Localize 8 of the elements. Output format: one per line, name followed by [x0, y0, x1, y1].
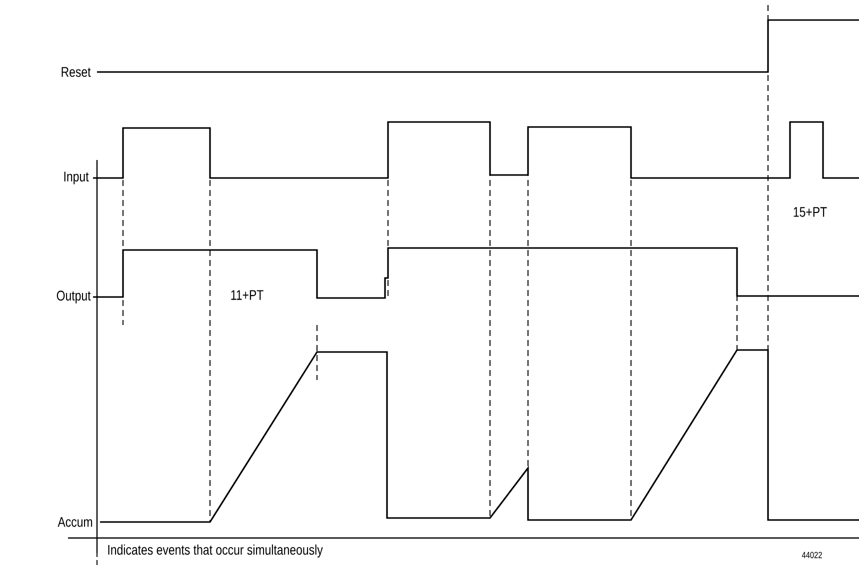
annotation: 11+PT: [229, 289, 265, 301]
signal-label: Output: [55, 290, 92, 304]
signal-label: Reset: [60, 66, 92, 78]
legend-text: Indicates events that occur simultaneously: [108, 544, 323, 558]
figure-number: 44022: [800, 550, 824, 560]
signal-label: Accum: [56, 516, 94, 528]
signal-label: Input: [62, 170, 90, 186]
annotation: 15+PT: [792, 206, 828, 218]
